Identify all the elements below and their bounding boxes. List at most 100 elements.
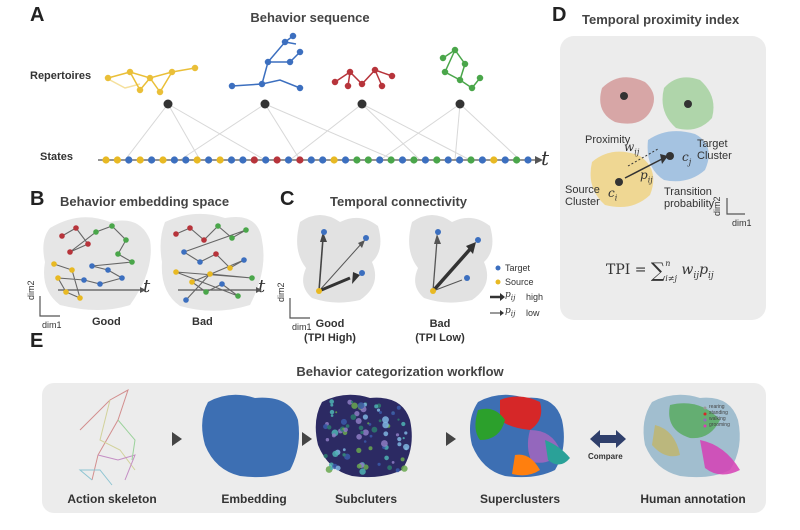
subcluster-dot [395,468,400,473]
subcluster-dot [332,450,339,457]
subcluster-dot [397,418,400,421]
subcluster-dot [335,411,338,414]
good-arrow-3 [318,276,351,293]
state-dot [319,156,327,164]
panel-a-time-symbol: t [541,146,550,170]
repertoire-red [331,66,396,90]
subcluster-dot [329,409,335,415]
embedding-dot [73,225,79,231]
panel-a-title: Behavior sequence [250,10,370,25]
state-dot [284,156,293,164]
step-label-subclusters: Subcluters [334,492,397,506]
embedding-dot [59,233,65,239]
embedding-dot [219,281,225,287]
subcluster-dot [367,422,370,425]
legend-low-arrow [500,310,504,316]
proximity-label: Proximity [585,134,631,146]
state-dot [433,156,441,164]
annotation-legend: rearing standing walking grooming [709,404,730,428]
embedding-dot [69,267,75,273]
subcluster-dot [403,443,410,451]
bad-cluster-shape [409,215,493,303]
subcluster-dot [391,411,395,416]
embedding-dot [97,281,103,287]
subcluster-dot [358,425,364,431]
state-dot [250,156,258,164]
subcluster-dot [327,425,332,430]
panel-b-dim1: dim1 [42,320,62,330]
state-links [124,103,521,161]
state-dot [262,156,270,164]
subcluster-dot [377,462,381,466]
step-label-superclusters: Superclusters [479,492,561,506]
embedding-dot [55,275,61,281]
good-cluster-shape [297,215,381,303]
subcluster-dot [345,424,350,428]
panel-d-dim1: dim1 [732,218,752,228]
embedding-dot [67,249,73,255]
embedding-dot [243,227,249,233]
state-dot [421,156,429,164]
legend-target-dot [495,265,501,271]
subcluster-dot [329,399,335,404]
good-arrow-1 [318,237,324,292]
embedding-image [202,394,299,478]
bad-arrow-2 [432,239,438,292]
subcluster-dot [331,433,336,438]
subcluster-dot [396,405,401,410]
state-dot [239,156,247,164]
state-dot [478,156,486,164]
state-dot [125,156,133,164]
embedding-dots [51,223,255,303]
legend-source-label: Source [505,277,534,287]
subcluster-dot [384,455,389,461]
legend-source-dot [495,279,501,285]
subcluster-dot [356,447,362,453]
panel-b-time-good: t [143,276,151,297]
w-ij-label: wij [624,140,640,157]
subcluster-dot [356,434,362,440]
subcluster-dot [374,404,379,409]
state-dot [170,156,178,164]
embedding-dot [129,259,135,265]
state-dot [148,156,156,164]
embedding-dot [235,293,241,299]
subcluster-dot [387,465,392,471]
subcluster-dot [382,421,389,429]
bad-arrow-1 [431,245,474,293]
panel-b-time-bad: t [258,276,266,297]
embedding-dot [213,251,219,257]
step-label-action-skeleton: Action skeleton [67,492,157,506]
panel-c-good-label: Good [315,318,345,330]
subcluster-dot [362,429,369,436]
subcluster-dot [382,416,389,424]
superclusters-image [470,394,570,478]
subcluster-dot [363,464,369,470]
panel-e-title: Behavior categorization workflow [296,364,504,379]
step-label-human-annotation: Human annotation [640,492,746,506]
subcluster-dot [360,430,364,435]
embedding-dot [173,269,179,275]
repertoire-green [439,46,484,92]
subcluster-dot [362,414,368,420]
state-dot [102,156,110,164]
panel-b-letter: B [30,188,45,210]
state-dot [387,156,395,164]
embedding-dot [203,289,209,295]
cluster-red [600,77,654,124]
subcluster-dot [357,402,365,409]
subcluster-dot [381,440,388,447]
panel-b-good-label: Good [92,316,121,328]
state-dot [490,156,498,164]
embedding-dot [123,237,129,243]
subcluster-dot [356,463,362,469]
subcluster-dot [402,437,405,440]
transition-label-2: probability [664,198,715,210]
bad-arrow-3 [432,279,463,292]
subcluster-dot [383,431,389,437]
subcluster-dot [330,403,334,407]
